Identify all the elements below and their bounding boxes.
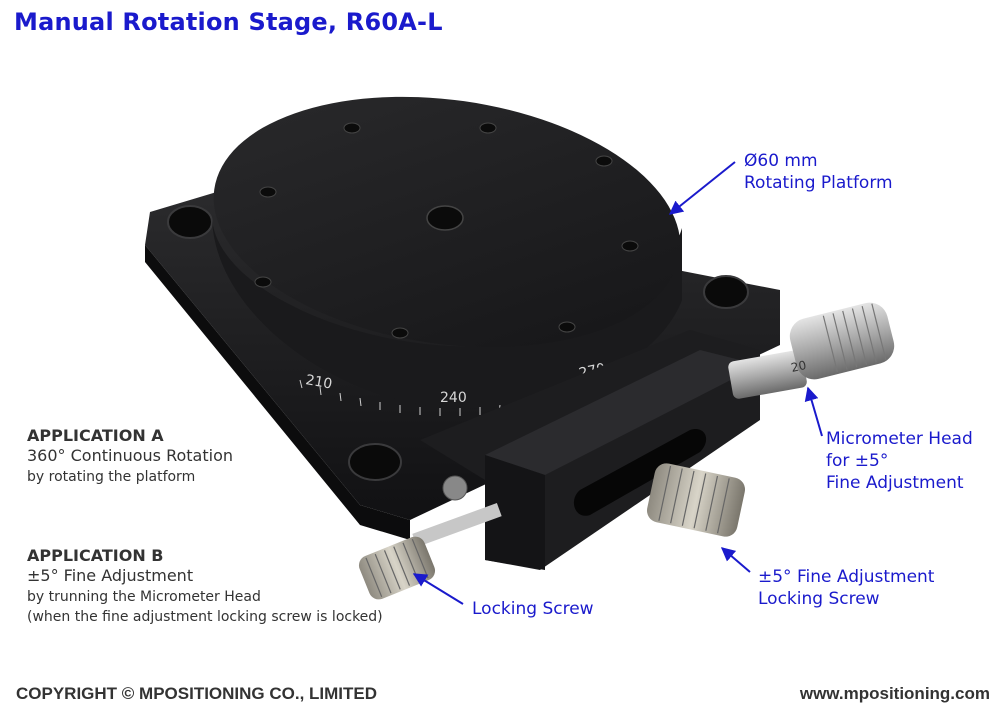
micrometer-scale-label: 20 [790, 358, 808, 375]
scale-label: 240 [440, 390, 467, 406]
mount-hole [348, 443, 402, 481]
application-a-heading: APPLICATION A [27, 426, 164, 445]
mount-hole [703, 275, 749, 309]
arrow-icon [412, 573, 464, 605]
callout-micrometer: Micrometer Head for ±5° Fine Adjustment [826, 428, 973, 494]
scale-label: 210 [304, 372, 333, 392]
callout-fine-lock-line1: ±5° Fine Adjustment [758, 567, 935, 587]
application-b-line3: (when the fine adjustment locking screw … [27, 609, 383, 625]
application-a-line1: 360° Continuous Rotation [27, 446, 233, 465]
callout-fine-lock-line2: Locking Screw [758, 589, 880, 609]
arrow-icon [720, 547, 751, 573]
callout-micrometer-line1: Micrometer Head [826, 429, 973, 449]
callout-fine-lock: ±5° Fine Adjustment Locking Screw [758, 566, 934, 610]
application-b-line2: by trunning the Micrometer Head [27, 589, 261, 605]
application-b-heading: APPLICATION B [27, 546, 164, 565]
locking-screw-shaft [412, 503, 502, 547]
application-b: APPLICATION B ±5° Fine Adjustment by tru… [27, 546, 383, 627]
callout-platform-line1: Ø60 mm [744, 151, 818, 171]
arrow-icon [668, 161, 736, 215]
micrometer-thimble [789, 302, 895, 380]
arrow-icon [804, 386, 823, 437]
mount-hole [167, 205, 213, 239]
application-b-line1: ±5° Fine Adjustment [27, 566, 194, 585]
website-link[interactable]: www.mpositioning.com [799, 684, 990, 703]
callout-platform: Ø60 mm Rotating Platform [744, 150, 893, 194]
fine-lock-knob [647, 463, 745, 537]
callout-locking-screw: Locking Screw [472, 599, 594, 619]
micrometer-barrel [728, 350, 807, 399]
page-title: Manual Rotation Stage, R60A-L [14, 8, 443, 36]
callout-platform-line2: Rotating Platform [744, 173, 893, 193]
callout-micrometer-line3: Fine Adjustment [826, 473, 964, 493]
copyright-text: COPYRIGHT © MPOSITIONING CO., LIMITED [16, 684, 378, 703]
application-a-line2: by rotating the platform [27, 469, 196, 485]
callout-micrometer-line2: for ±5° [826, 451, 889, 471]
application-a: APPLICATION A 360° Continuous Rotation b… [27, 426, 233, 487]
